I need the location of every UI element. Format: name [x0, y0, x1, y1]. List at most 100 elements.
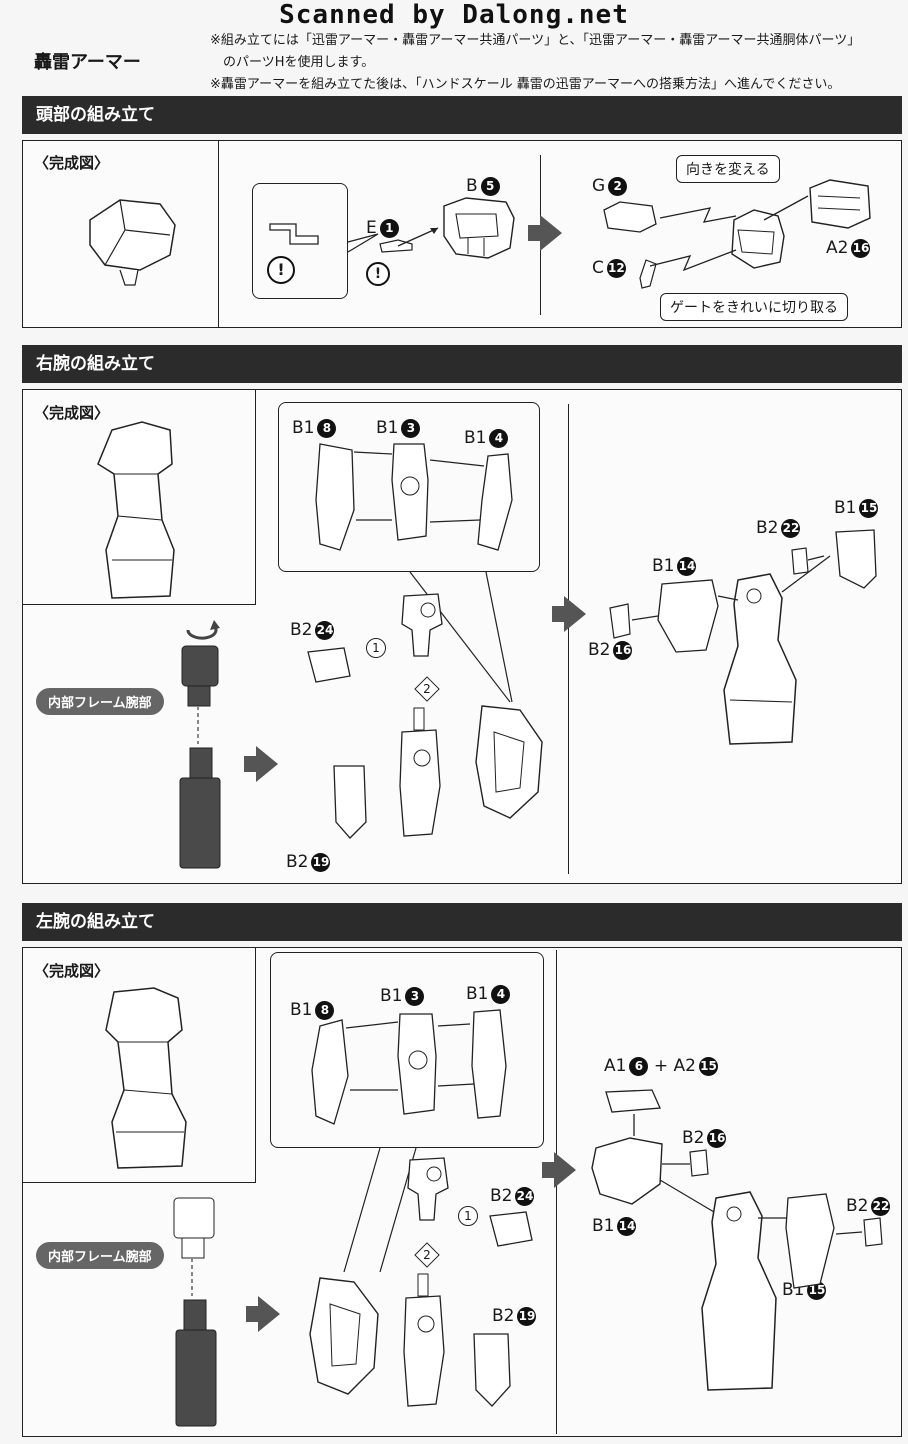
part-number: 16: [707, 1129, 727, 1148]
part-code: B2: [756, 518, 779, 538]
callout-gate: ゲートをきれいに切り取る: [660, 293, 848, 321]
part-number: 16: [851, 239, 871, 258]
part-code: A2: [826, 238, 849, 258]
part-number: 15: [698, 1057, 718, 1076]
part-code: B2: [492, 1306, 515, 1326]
step-number-2-label: 2: [423, 682, 431, 696]
part-number: 5: [480, 177, 500, 196]
section-title-right-arm: 右腕の組み立て: [22, 345, 902, 383]
part-code: B1: [834, 498, 857, 518]
part-number: 4: [489, 429, 509, 448]
part-number: 4: [491, 985, 511, 1004]
watermark: Scanned by Dalong.net: [279, 0, 629, 30]
part-code: B2: [286, 852, 309, 872]
complete-caption: 〈完成図〉: [34, 404, 110, 422]
part-number: 15: [859, 499, 879, 518]
part-code: B1: [380, 986, 403, 1006]
panel-divider: [218, 140, 219, 328]
part-code: B2: [588, 640, 611, 660]
part-number: 12: [606, 259, 626, 278]
upper-frame-illustration: [401, 593, 443, 657]
arm-cover-illustration: [475, 705, 543, 819]
complete-caption: 〈完成図〉: [34, 154, 110, 172]
right-arm-final-illustration: [609, 529, 877, 745]
page-title: 轟雷アーマー: [34, 52, 141, 73]
part-number: 8: [315, 1001, 335, 1020]
step-arrow: [246, 1306, 258, 1322]
part-number: 24: [315, 621, 335, 640]
step-arrow-head: [554, 1152, 576, 1188]
upper-frame-illustration: [407, 1157, 449, 1221]
step-arrow-head: [256, 746, 278, 782]
note-line: ※組み立てには「迅雷アーマー・轟雷アーマー共通パーツ」と、「迅雷アーマー・轟雷ア…: [210, 33, 861, 48]
head-assembly-illustration: [731, 209, 785, 269]
part-a2-16-illustration: [809, 179, 871, 229]
step-arrow: [552, 606, 564, 622]
left-arm-final-illustration: [591, 1089, 883, 1391]
callout-tail: [409, 571, 513, 703]
part-code: B1: [464, 428, 487, 448]
part-code: B1: [376, 418, 399, 438]
part-code: B2: [290, 620, 313, 640]
part-b2-19-illustration: [333, 765, 367, 839]
part-code: B2: [682, 1128, 705, 1148]
part-number: 3: [405, 987, 425, 1006]
section-title-left-arm: 左腕の組み立て: [22, 903, 902, 941]
left-arm-complete-illustration: [105, 987, 187, 1169]
callout-turn: 向きを変える: [676, 155, 780, 183]
assembly-arrow: [397, 227, 439, 247]
part-code: B: [466, 176, 478, 196]
complete-box: [22, 389, 256, 605]
part-code: B1: [292, 418, 315, 438]
panel-divider: [568, 404, 569, 874]
lower-frame-illustration: [403, 1273, 445, 1407]
frame-arm-illustration: [173, 1197, 217, 1427]
part-code: B1: [290, 1000, 313, 1020]
step-number-2-label: 2: [423, 1248, 431, 1262]
part-c12-illustration: [639, 259, 657, 289]
part-g2-illustration: [603, 201, 657, 233]
part-b2-19-illustration: [473, 1333, 511, 1407]
part-code: G: [592, 176, 606, 196]
part-b2-24-illustration: [489, 1211, 533, 1247]
caution-part-illustration: [269, 223, 319, 245]
rotate-icon: [186, 620, 220, 640]
part-number: 19: [517, 1307, 537, 1326]
step-arrow: [528, 225, 540, 241]
part-number: 1: [379, 219, 399, 238]
part-number: 22: [781, 519, 801, 538]
part-number: 19: [311, 853, 331, 872]
assembly-arrows: [649, 195, 809, 272]
part-code: A2: [673, 1056, 696, 1076]
part-number: 24: [515, 1187, 535, 1206]
part-code: B1: [652, 556, 675, 576]
step-number-1: 1: [366, 638, 386, 658]
step-arrow-head: [564, 596, 586, 632]
part-code: B1: [466, 984, 489, 1004]
caution-icon: !: [267, 256, 295, 284]
callout-pointer: [347, 233, 379, 253]
subassembly-illustration: [315, 443, 513, 551]
step-arrow: [542, 1162, 554, 1178]
complete-caption: 〈完成図〉: [34, 962, 110, 980]
part-number: 22: [871, 1197, 891, 1216]
